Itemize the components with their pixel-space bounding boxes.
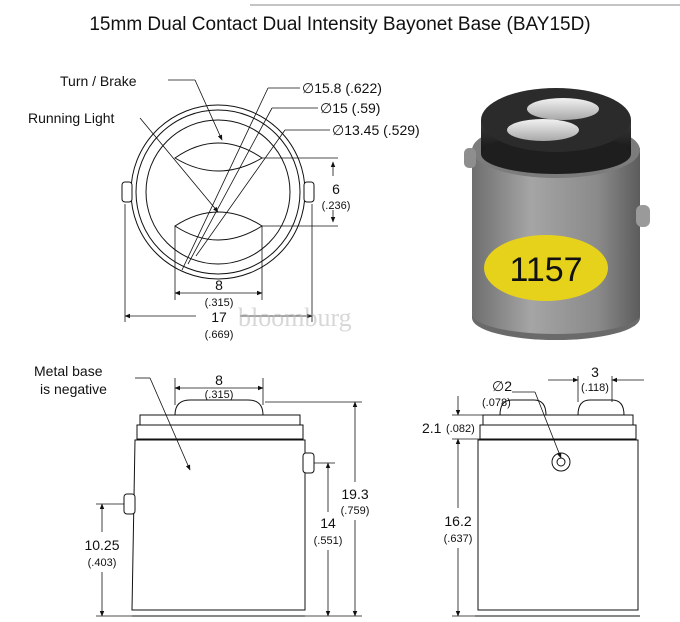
front-gap-mm: 3 — [591, 364, 599, 380]
fd2-leader-b — [534, 391, 562, 459]
side-pin-h-mm: 14 — [320, 515, 336, 531]
part-number-badge — [484, 235, 608, 301]
front-contact-left — [499, 399, 547, 416]
d-mid-leader-b — [187, 107, 273, 265]
note-leader-b — [149, 377, 191, 471]
part-number: 1157 — [509, 251, 582, 289]
side-contact-in: (.315) — [205, 389, 234, 401]
side-pin-left — [123, 493, 136, 515]
d-outer-leader-b — [181, 87, 269, 271]
side-pin-h-in: (.551) — [314, 535, 343, 547]
side-pin2-h-mm: 10.25 — [84, 537, 119, 553]
side-height-in: (.759) — [341, 505, 370, 517]
watermark: bloomburg — [238, 303, 352, 332]
contact-width-in: (.315) — [205, 297, 234, 309]
spacing-in: (.236) — [322, 200, 351, 212]
front-cap-mm: 2.1 — [422, 420, 442, 436]
turn-brake-contact — [174, 142, 263, 172]
top-view — [121, 79, 338, 322]
side-contact-mm: 8 — [215, 372, 223, 388]
side-pin2-h-in: (.403) — [88, 557, 117, 569]
side-cap-top — [139, 414, 301, 426]
note-line-1: Metal base — [34, 363, 103, 379]
side-body — [131, 439, 306, 611]
d-inner-label: ∅13.45 (.529) — [332, 122, 420, 138]
contact-width-mm: 8 — [215, 277, 223, 293]
front-body-in: (.637) — [444, 533, 473, 545]
left-pin-top — [121, 181, 133, 203]
front-pin-dia-mm: ∅2 — [492, 378, 512, 394]
side-contact — [174, 399, 264, 416]
overall-mm: 17 — [211, 309, 227, 325]
spacing-mm: 6 — [332, 181, 340, 197]
mid-circle — [135, 109, 301, 275]
turn-leader-b — [194, 79, 223, 141]
photo-contact-2 — [507, 119, 579, 141]
photo-bottom-rim — [472, 294, 640, 334]
photo-contact-1 — [527, 98, 599, 120]
front-cap-in: (.082) — [446, 423, 475, 435]
running-leader — [139, 117, 219, 213]
bulb-base-photo — [464, 88, 650, 340]
side-cap-band — [136, 424, 304, 440]
running-light-label: Running Light — [28, 110, 115, 126]
right-pin-top — [303, 181, 315, 203]
front-body-mm: 16.2 — [444, 513, 471, 529]
photo-pin-right — [636, 205, 650, 227]
front-cap-top — [482, 414, 634, 426]
side-view — [96, 377, 362, 617]
overall-in: (.669) — [205, 329, 234, 341]
front-pin-dia-in: (.078) — [482, 397, 511, 409]
photo-pin-left — [464, 148, 476, 168]
note-line-2: is negative — [40, 381, 107, 397]
inner-circle — [145, 119, 291, 265]
front-view — [452, 376, 644, 617]
front-pin-inner — [556, 457, 566, 467]
page-title: 15mm Dual Contact Dual Intensity Bayonet… — [89, 14, 590, 35]
front-contact-right — [577, 399, 625, 416]
front-cap-band — [479, 424, 637, 440]
d-mid-label: ∅15 (.59) — [320, 100, 380, 116]
d-inner-leader-b — [195, 129, 286, 257]
running-light-contact — [174, 211, 263, 241]
side-pin-right — [302, 452, 315, 474]
d-outer-label: ∅15.8 (.622) — [302, 80, 382, 96]
front-body — [477, 439, 639, 611]
side-height-mm: 19.3 — [341, 486, 368, 502]
front-pin-outer — [551, 452, 571, 472]
front-gap-in: (.118) — [581, 382, 609, 394]
turn-brake-label: Turn / Brake — [60, 73, 137, 89]
